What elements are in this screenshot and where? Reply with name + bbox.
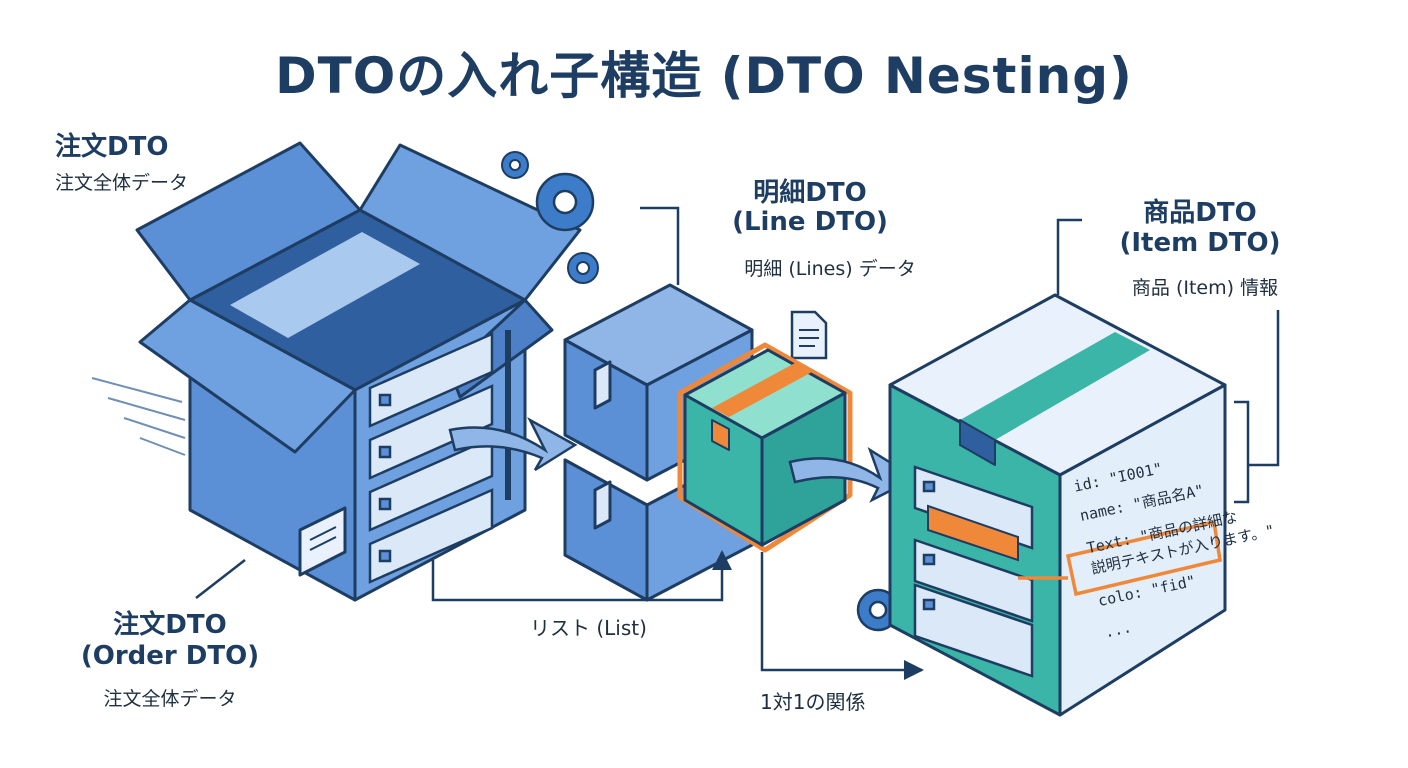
line-dto-label: 明細DTO [753,178,867,208]
document-icon [790,310,828,360]
flow-arrow [448,416,578,472]
order-dto-caption-desc: 注文全体データ [103,688,237,710]
speed-lines [91,377,186,456]
page-title: DTOの入れ子構造 (DTO Nesting) [275,47,1133,105]
order-dto-caption-name: 注文DTO [113,610,227,640]
item-dto-label: 商品DTO [1143,198,1257,228]
text-field-highlight [1018,519,1222,597]
order-dto-box [135,141,582,602]
callout-lines [195,206,1280,599]
line-dto-label-en: (Line DTO) [732,207,888,237]
line-dto-desc: 明細 (Lines) データ [744,258,916,280]
one-to-one-label: 1対1の関係 [760,690,866,714]
item-dto-drawers [913,465,1034,678]
list-label: リスト (List) [530,616,647,640]
list-connector [431,550,732,602]
gear-icon [567,252,599,284]
item-dto-label-en: (Item DTO) [1119,228,1281,258]
order-dto-desc: 注文全体データ [55,172,189,194]
item-dto-desc: 商品 (Item) 情報 [1131,277,1279,299]
one-to-one-connector [760,552,924,680]
order-dto-drawers [368,330,511,584]
item-bracket [1234,400,1250,504]
gear-icon [535,172,595,232]
gear-icon [501,151,529,179]
order-dto-caption-en: (Order DTO) [80,641,260,671]
order-dto-label: 注文DTO [55,132,169,162]
